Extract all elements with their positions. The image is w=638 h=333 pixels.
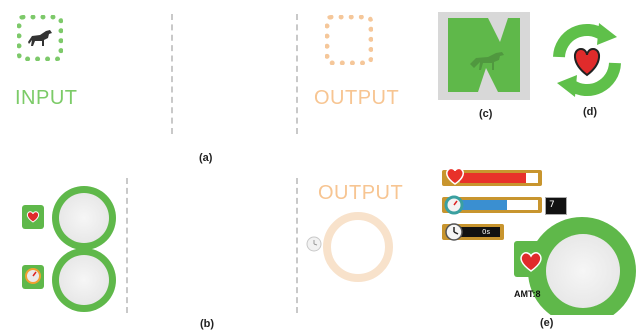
gauge-bar	[442, 197, 542, 213]
gauge-bar-fill	[460, 200, 507, 210]
gauge-value: 7	[549, 200, 555, 210]
timer-bar-track	[460, 227, 500, 237]
separator-line	[296, 14, 298, 134]
input-slot[interactable]	[17, 15, 63, 61]
health-bar-fill	[460, 173, 526, 183]
caption-b: (b)	[200, 318, 215, 330]
gauge-value-box: 7	[545, 197, 567, 215]
output-label: OUTPUT	[314, 87, 400, 109]
slot-circle[interactable]	[59, 193, 109, 243]
heart-icon	[26, 211, 40, 223]
input-label: INPUT	[15, 87, 78, 109]
horse-tile[interactable]	[438, 12, 530, 100]
caption-e: (e)	[540, 317, 554, 329]
gauge-icon	[444, 195, 464, 215]
heart-icon	[520, 252, 542, 272]
health-bar	[442, 170, 542, 186]
caption-d: (d)	[583, 106, 598, 118]
separator-line	[296, 178, 298, 313]
refresh-heart-icon[interactable]	[541, 17, 633, 103]
slot-circle[interactable]	[59, 255, 109, 305]
caption-c: (c)	[479, 108, 493, 120]
separator-line	[126, 178, 128, 313]
horse-icon	[28, 30, 52, 46]
gauge-icon	[25, 268, 41, 284]
output-ring[interactable]	[323, 212, 393, 282]
amount-label: AMT:8	[514, 289, 541, 299]
clock-icon	[306, 236, 322, 252]
heart-icon	[446, 167, 464, 185]
large-slot-circle[interactable]	[546, 234, 620, 308]
timer-value: 0s	[482, 228, 491, 236]
separator-line	[171, 14, 173, 134]
clock-icon	[445, 223, 463, 241]
output-label: OUTPUT	[318, 182, 404, 204]
caption-a: (a)	[199, 152, 213, 164]
horse-icon	[448, 18, 520, 92]
output-slot[interactable]	[325, 15, 373, 65]
